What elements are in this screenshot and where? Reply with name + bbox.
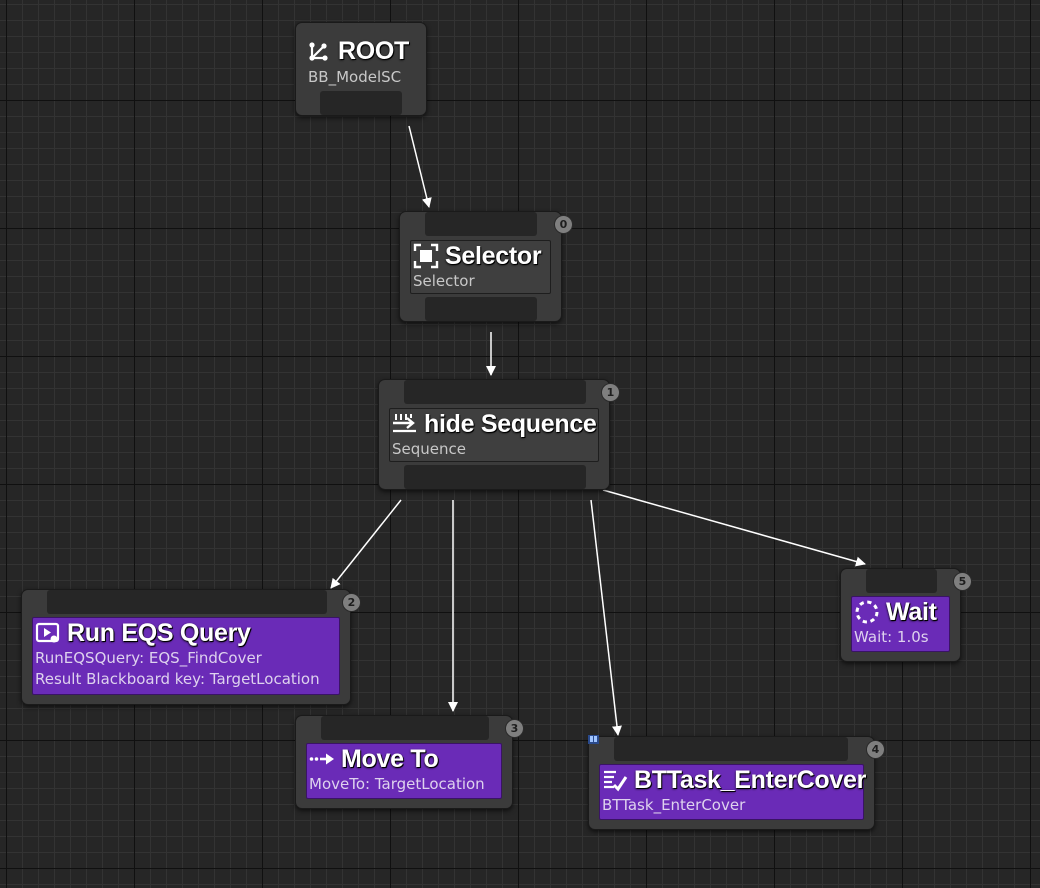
root-icon — [309, 42, 328, 61]
eqs-input-pin[interactable] — [47, 590, 327, 614]
root-blackboard: BB_ModelSC — [308, 68, 402, 86]
entercover-subtitle: BTTask_EnterCover — [602, 796, 746, 814]
selector-node[interactable]: Selector Selector 0 — [399, 211, 573, 322]
wait-title: Wait — [886, 597, 937, 626]
blueprint-icon — [588, 735, 599, 744]
execution-index-badge: 4 — [866, 740, 885, 759]
wire-sequence-wait — [602, 489, 866, 567]
sequence-subtitle: Sequence — [392, 440, 466, 458]
wire-sequence-entercover — [590, 499, 622, 736]
eqs-result-key-line: Result Blackboard key: TargetLocation — [35, 670, 320, 688]
entercover-input-pin[interactable] — [614, 737, 848, 761]
execution-index-badge: 1 — [601, 383, 620, 402]
execution-index-badge: 2 — [342, 593, 361, 612]
sequence-output-pin[interactable] — [404, 465, 586, 489]
selector-icon — [413, 243, 439, 269]
eqs-query-icon — [35, 622, 60, 643]
moveto-input-pin[interactable] — [321, 716, 489, 740]
selector-title: Selector — [445, 241, 542, 270]
enter-cover-node[interactable]: BTTask_EnterCover BTTask_EnterCover 4 — [588, 735, 885, 830]
entercover-title-row: BTTask_EnterCover — [600, 765, 867, 795]
wait-icon — [855, 600, 879, 624]
wait-body: Wait Wait: 1.0s — [851, 596, 950, 652]
eqs-body: Run EQS Query RunEQSQuery: EQS_FindCover… — [32, 617, 340, 695]
run-eqs-query-node[interactable]: Run EQS Query RunEQSQuery: EQS_FindCover… — [21, 589, 361, 705]
sequence-icon — [393, 414, 416, 433]
root-title-row: ROOT — [304, 36, 409, 66]
execution-index-badge: 3 — [505, 719, 524, 738]
moveto-subtitle: MoveTo: TargetLocation — [309, 775, 485, 793]
move-to-icon — [309, 753, 334, 765]
move-to-node[interactable]: Move To MoveTo: TargetLocation 3 — [295, 715, 524, 809]
eqs-title: Run EQS Query — [67, 618, 251, 647]
wait-title-row: Wait — [852, 597, 949, 627]
root-node[interactable]: ROOT BB_ModelSC — [295, 22, 427, 116]
eqs-query-line: RunEQSQuery: EQS_FindCover — [35, 649, 262, 667]
moveto-body: Move To MoveTo: TargetLocation — [306, 743, 502, 799]
root-output-pin[interactable] — [320, 91, 402, 115]
selector-title-row: Selector — [411, 241, 550, 271]
moveto-title: Move To — [341, 744, 439, 773]
wait-input-pin[interactable] — [866, 569, 937, 593]
sequence-input-pin[interactable] — [404, 380, 586, 404]
moveto-title-row: Move To — [307, 744, 501, 774]
wire-root-selector — [408, 125, 432, 208]
custom-task-icon — [604, 770, 628, 792]
sequence-title: hide Sequence — [424, 409, 597, 438]
selector-output-pin[interactable] — [425, 297, 537, 321]
sequence-title-row: hide Sequence — [390, 409, 598, 439]
selector-subtitle: Selector — [413, 272, 475, 290]
selector-body: Selector Selector — [410, 240, 551, 294]
execution-index-badge: 5 — [953, 572, 972, 591]
eqs-title-row: Run EQS Query — [33, 618, 339, 648]
entercover-body: BTTask_EnterCover BTTask_EnterCover — [599, 764, 867, 820]
entercover-title: BTTask_EnterCover — [634, 765, 867, 794]
execution-index-badge: 0 — [554, 215, 573, 234]
wait-subtitle: Wait: 1.0s — [854, 628, 929, 646]
sequence-node[interactable]: hide Sequence Sequence 1 — [378, 379, 620, 490]
selector-input-pin[interactable] — [425, 212, 537, 236]
wire-sequence-eqs — [330, 499, 402, 589]
sequence-body: hide Sequence Sequence — [389, 408, 599, 462]
wait-node[interactable]: Wait Wait: 1.0s 5 — [840, 568, 972, 662]
root-title: ROOT — [338, 36, 410, 65]
